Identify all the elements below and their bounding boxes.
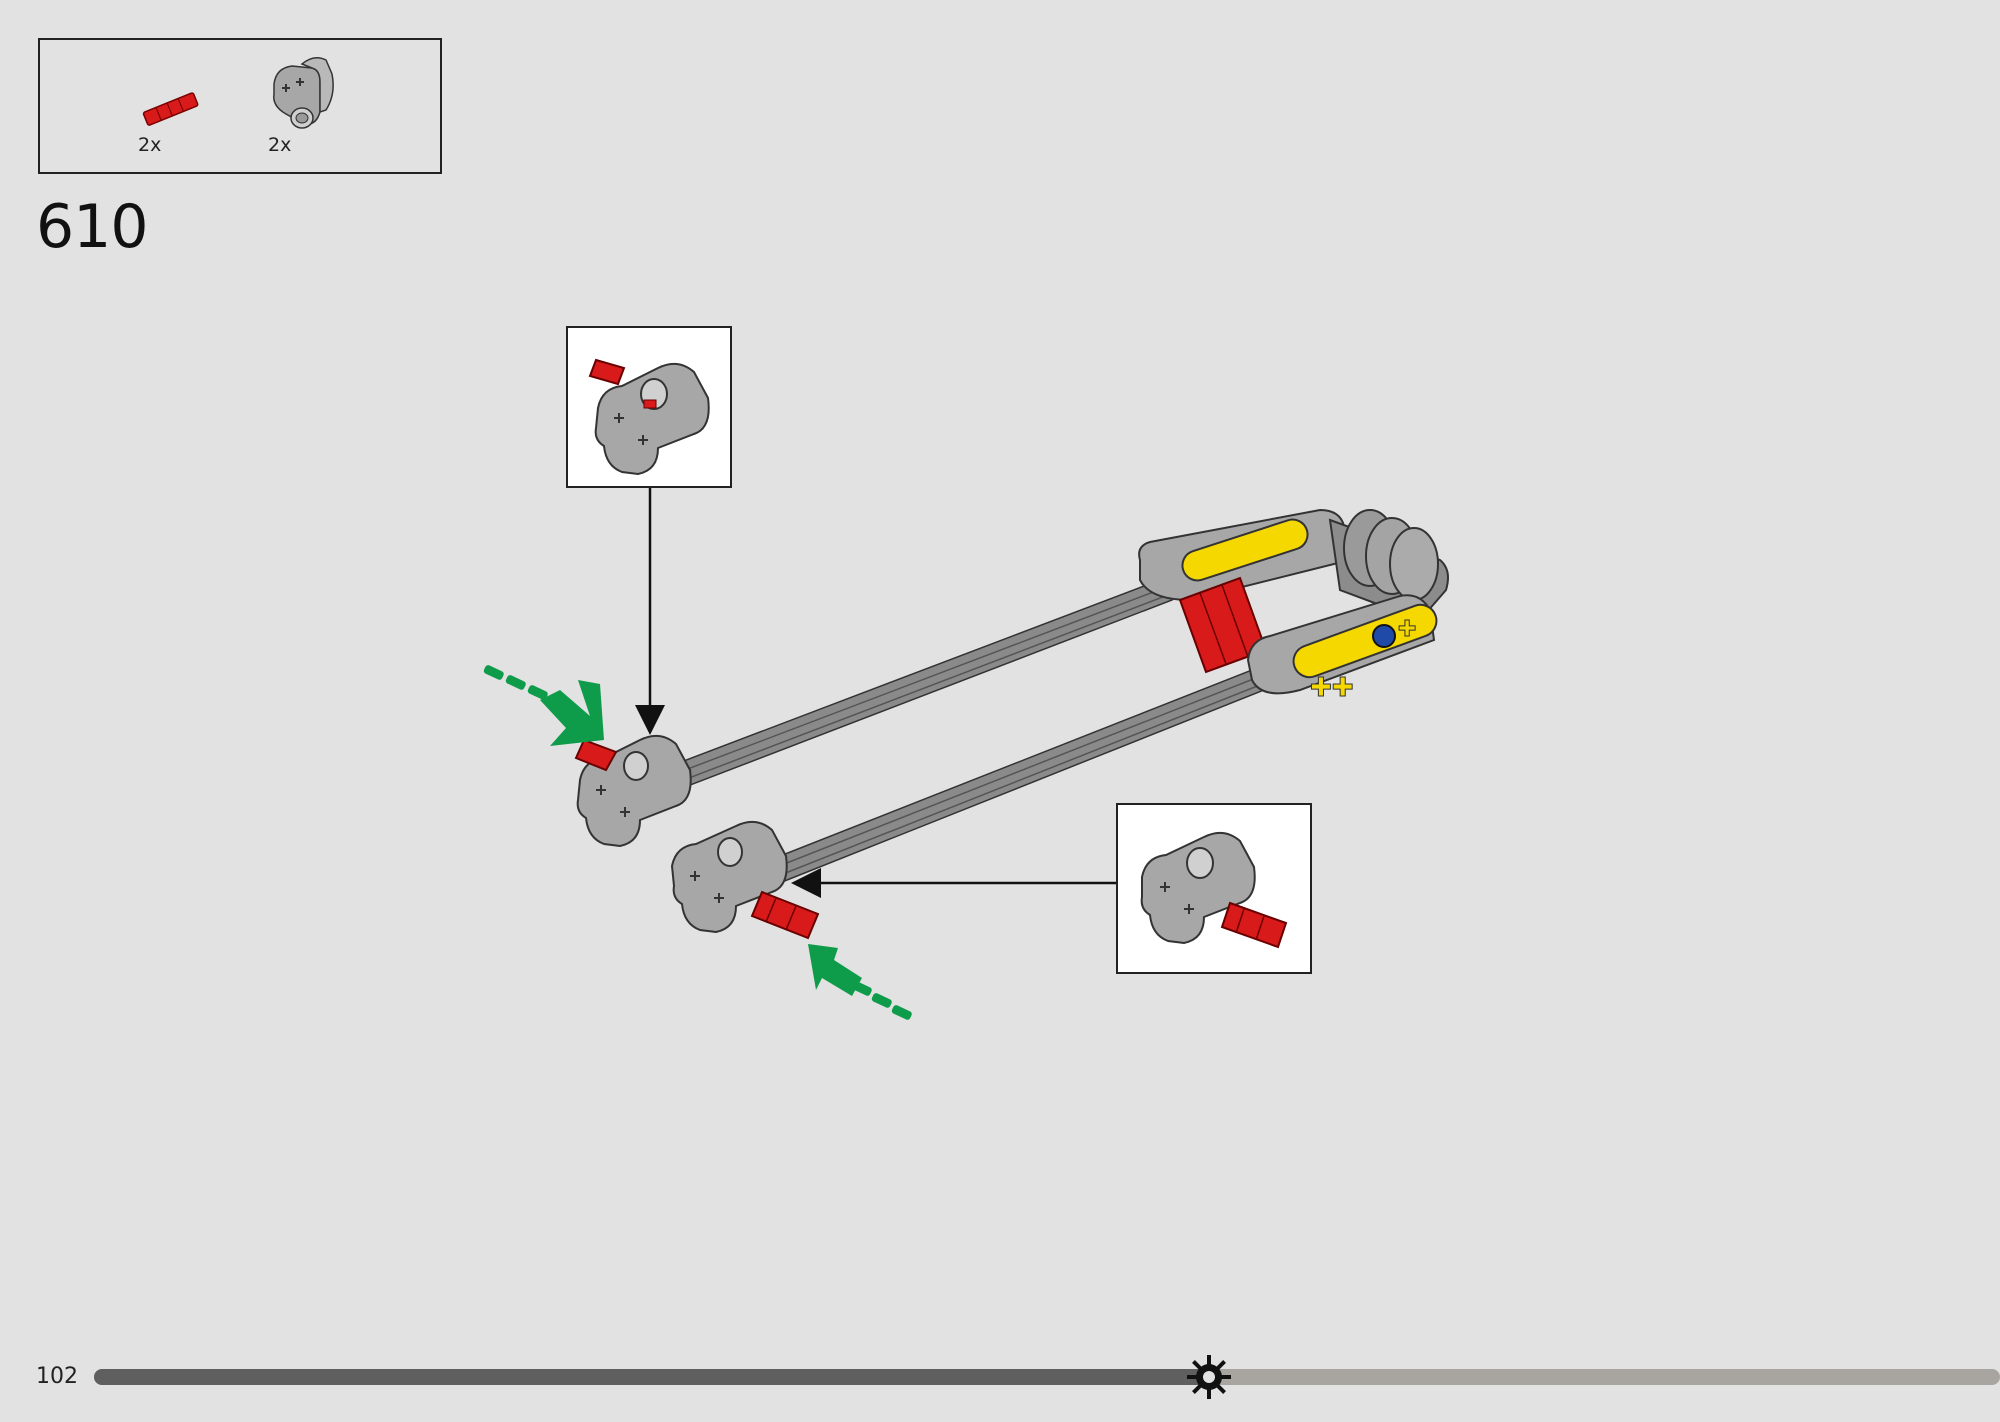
green-arrow-lower [808, 944, 912, 1020]
gray-axle-connector-icon [273, 57, 334, 129]
svg-text:✚✚: ✚✚ [1310, 673, 1354, 703]
gear-stack [1343, 509, 1439, 601]
green-arrow-upper [483, 665, 604, 746]
connector-with-pin-detail-icon [1140, 831, 1288, 949]
step-number: 610 [36, 192, 149, 262]
red-pin-upper [574, 738, 618, 772]
red-pins-rear [1178, 576, 1268, 674]
progress-fill [94, 1369, 1209, 1385]
long-axle-upper [658, 579, 1174, 793]
parts-list-item-gray-connector: 2x [266, 54, 356, 156]
parts-list-qty: 2x [138, 134, 162, 156]
svg-text:✚: ✚ [1398, 617, 1416, 642]
progress-gear-icon [1187, 1355, 1231, 1399]
rear-assembly: ✚✚ ✚ [1138, 508, 1449, 704]
red-pin-lower [750, 890, 820, 940]
callout-top [566, 326, 732, 488]
parts-list-qty: 2x [268, 134, 292, 156]
connector-with-pin-detail-icon [588, 358, 710, 476]
progress-bar [94, 1369, 2000, 1385]
red-axle-pin-icon [142, 92, 199, 126]
front-connector-lower [670, 820, 788, 934]
callout-right [1116, 803, 1312, 974]
parts-list-item-red-pin: 2x [136, 90, 206, 156]
page-number: 102 [36, 1364, 78, 1389]
parts-list-box: 2x 2x [38, 38, 442, 174]
